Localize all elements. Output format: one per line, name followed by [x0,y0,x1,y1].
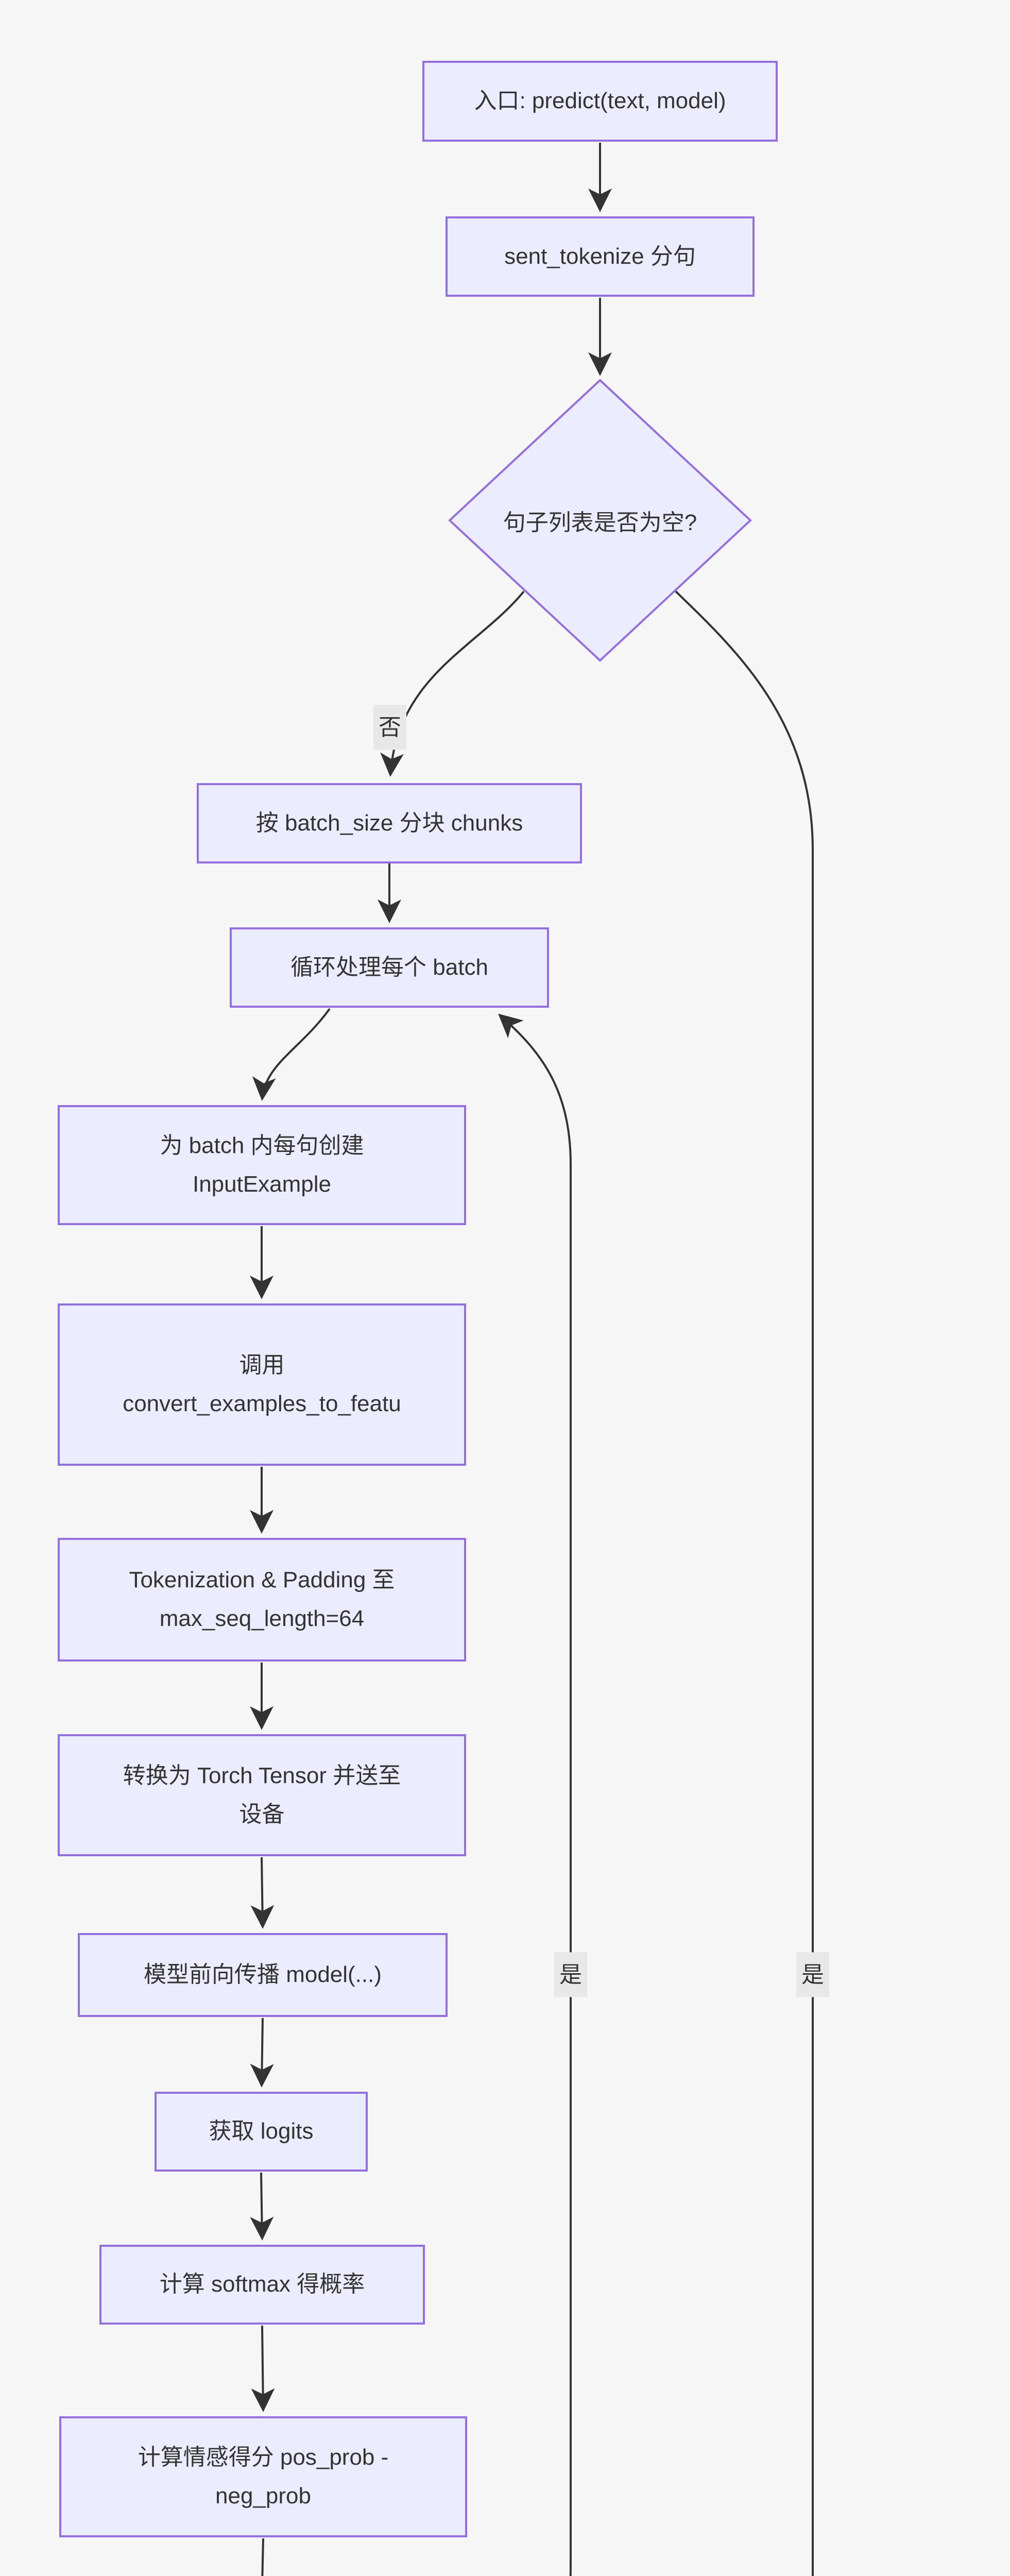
node-loop-each-batch: 循环处理每个 batch [230,927,549,1008]
node-sent-tokenize: sent_tokenize 分句 [446,216,755,297]
node-create-inputexample: 为 batch 内每句创建 InputExample [58,1105,466,1225]
node-to-torch-tensor: 转换为 Torch Tensor 并送至 设备 [58,1734,466,1856]
edge-forward-to-logits [250,2018,274,2088]
edge-morebatches-yes-to-loop [498,1013,572,2576]
node-entry: 入口: predict(text, model) [422,61,778,142]
decision-sentence-list-empty-label: 句子列表是否为空? [503,510,697,535]
node-chunk-by-batch-size: 按 batch_size 分块 chunks [197,783,582,863]
edge-loop-to-inputexample [252,1008,331,1101]
edge-label-yes-loop: 是 [554,1952,587,1997]
edge-check-yes-to-empty [674,589,814,2576]
edge-softmax-to-score [251,2325,275,2412]
edge-label-yes-outer: 是 [796,1952,829,1997]
node-model-forward: 模型前向传播 model(...) [78,1933,448,2017]
node-get-logits: 获取 logits [155,2092,368,2172]
decision-sentence-list-empty-shape [448,379,752,662]
node-sentiment-score: 计算情感得分 pos_prob - neg_prob [59,2416,467,2537]
edge-check-no-to-chunk [380,590,525,777]
node-convert-examples: 调用 convert_examples_to_featu [58,1303,466,1466]
edge-score-to-assemble [261,2538,264,2576]
edge-tensor-to-forward [250,1857,275,1929]
node-tokenization-padding: Tokenization & Padding 至 max_seq_length=… [58,1538,466,1662]
edge-logits-to-softmax [250,2172,274,2241]
edge-label-no-1: 否 [373,705,406,750]
node-softmax-probs: 计算 softmax 得概率 [99,2245,425,2325]
